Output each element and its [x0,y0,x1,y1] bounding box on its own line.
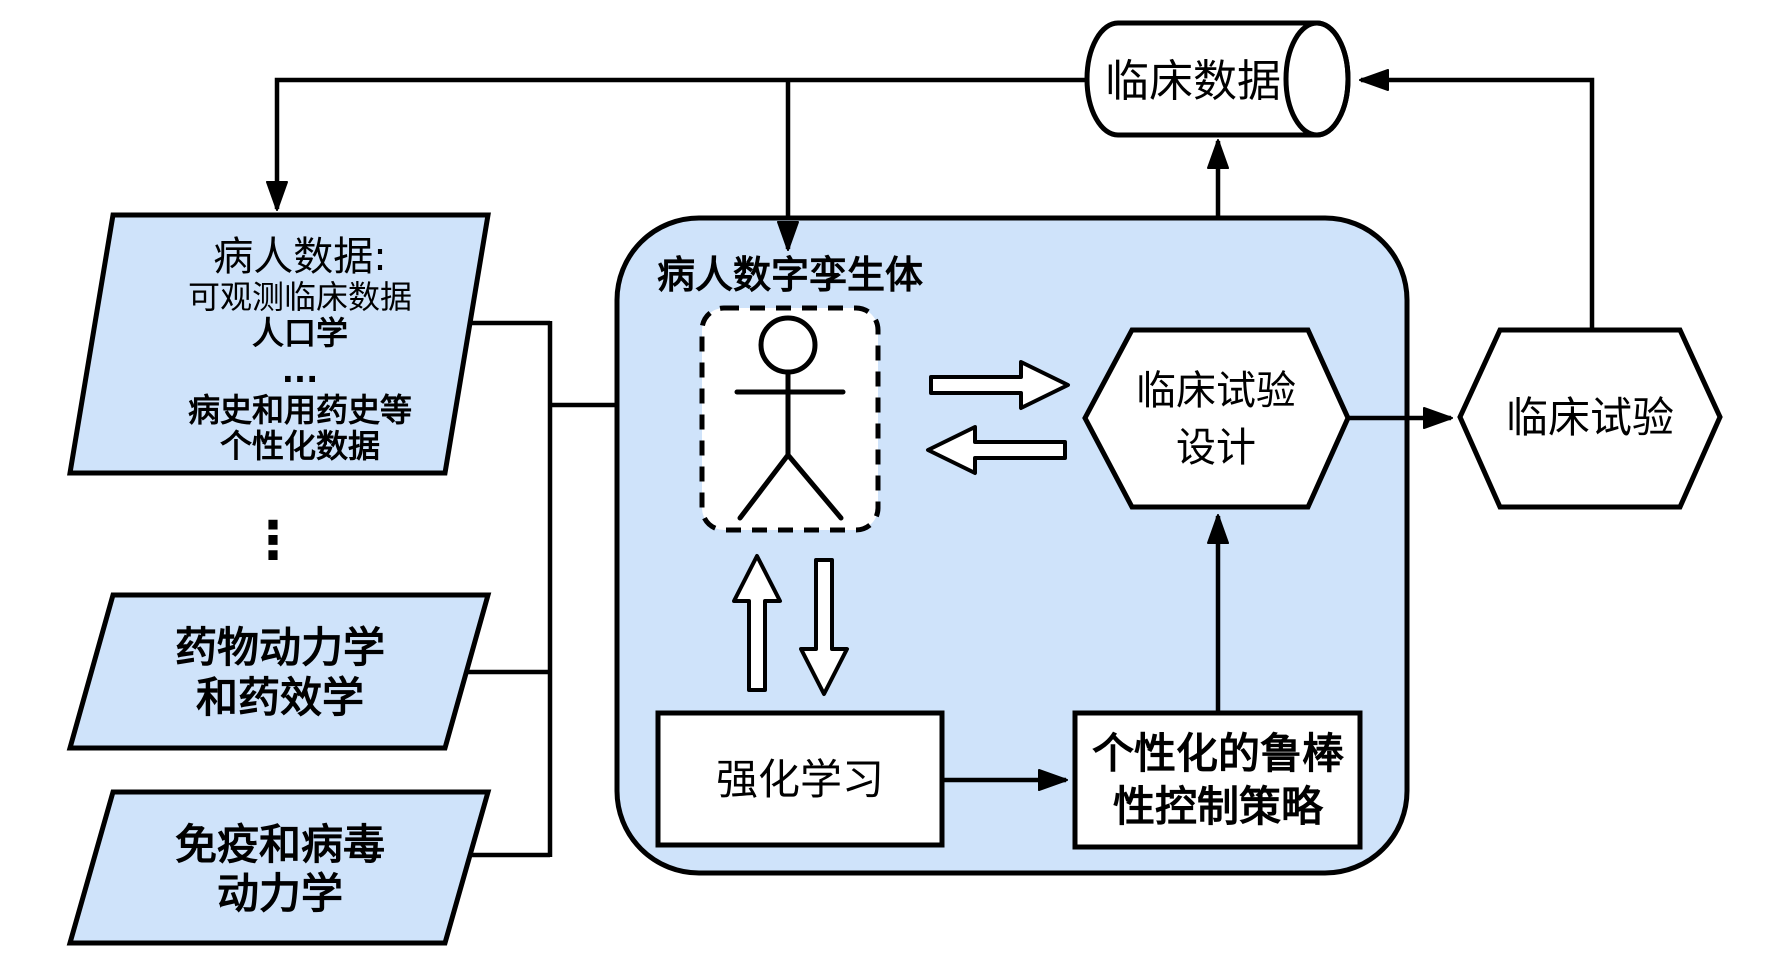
vertical-ellipsis: ⋮ [247,511,299,571]
hollow-arrow-left-icon [926,425,1067,475]
hollow-arrow-down-icon [799,558,849,696]
robust-policy-node [1072,710,1363,850]
reinforcement-learning-label: 强化学习 [716,755,884,804]
trial-design-node [1082,327,1351,510]
digital-twin-label: 病人数字孪生体 [657,253,923,297]
connector-clinical-data-to-patient-data [266,77,1087,211]
patient-data-node [67,212,491,476]
trial-design-line1: 临床试验 [1136,368,1296,414]
immune-viral-line2: 动力学 [217,869,343,918]
patient-data-line-history: 病史和用药史等 [188,391,412,429]
robust-policy-line2: 性控制策略 [1113,782,1324,831]
hollow-arrow-up-icon [732,554,782,692]
patient-data-line-observable: 可观测临床数据 [188,278,412,316]
patient-data-line-dots: ... [282,352,318,390]
clinical-data-store-label: 临床数据 [1105,56,1281,107]
patient-data-title: 病人数据: [213,234,386,280]
pkpd-node [66,592,492,751]
clinical-trial-node [1457,327,1723,510]
robust-policy-line1: 个性化的鲁棒 [1092,729,1345,778]
pkpd-line2: 和药效学 [196,673,364,722]
cylinder-rim [1283,20,1351,138]
clinical-data-store-node: 临床数据 [1084,20,1351,138]
connector-clinical-trial-to-clinical-data [1359,69,1595,330]
immune-viral-line1: 免疫和病毒 [175,820,385,869]
patient-data-line-demographics: 人口学 [252,314,348,352]
reinforcement-learning-node [655,710,945,848]
immune-viral-node [66,789,492,946]
hollow-arrow-right-icon [929,360,1070,410]
stick-figure-icon [734,315,846,521]
pkpd-line1: 药物动力学 [175,623,385,672]
patient-data-line-personalized: 个性化数据 [220,427,380,465]
clinical-trial-label: 临床试验 [1506,393,1674,442]
trial-design-line2: 设计 [1176,425,1256,471]
